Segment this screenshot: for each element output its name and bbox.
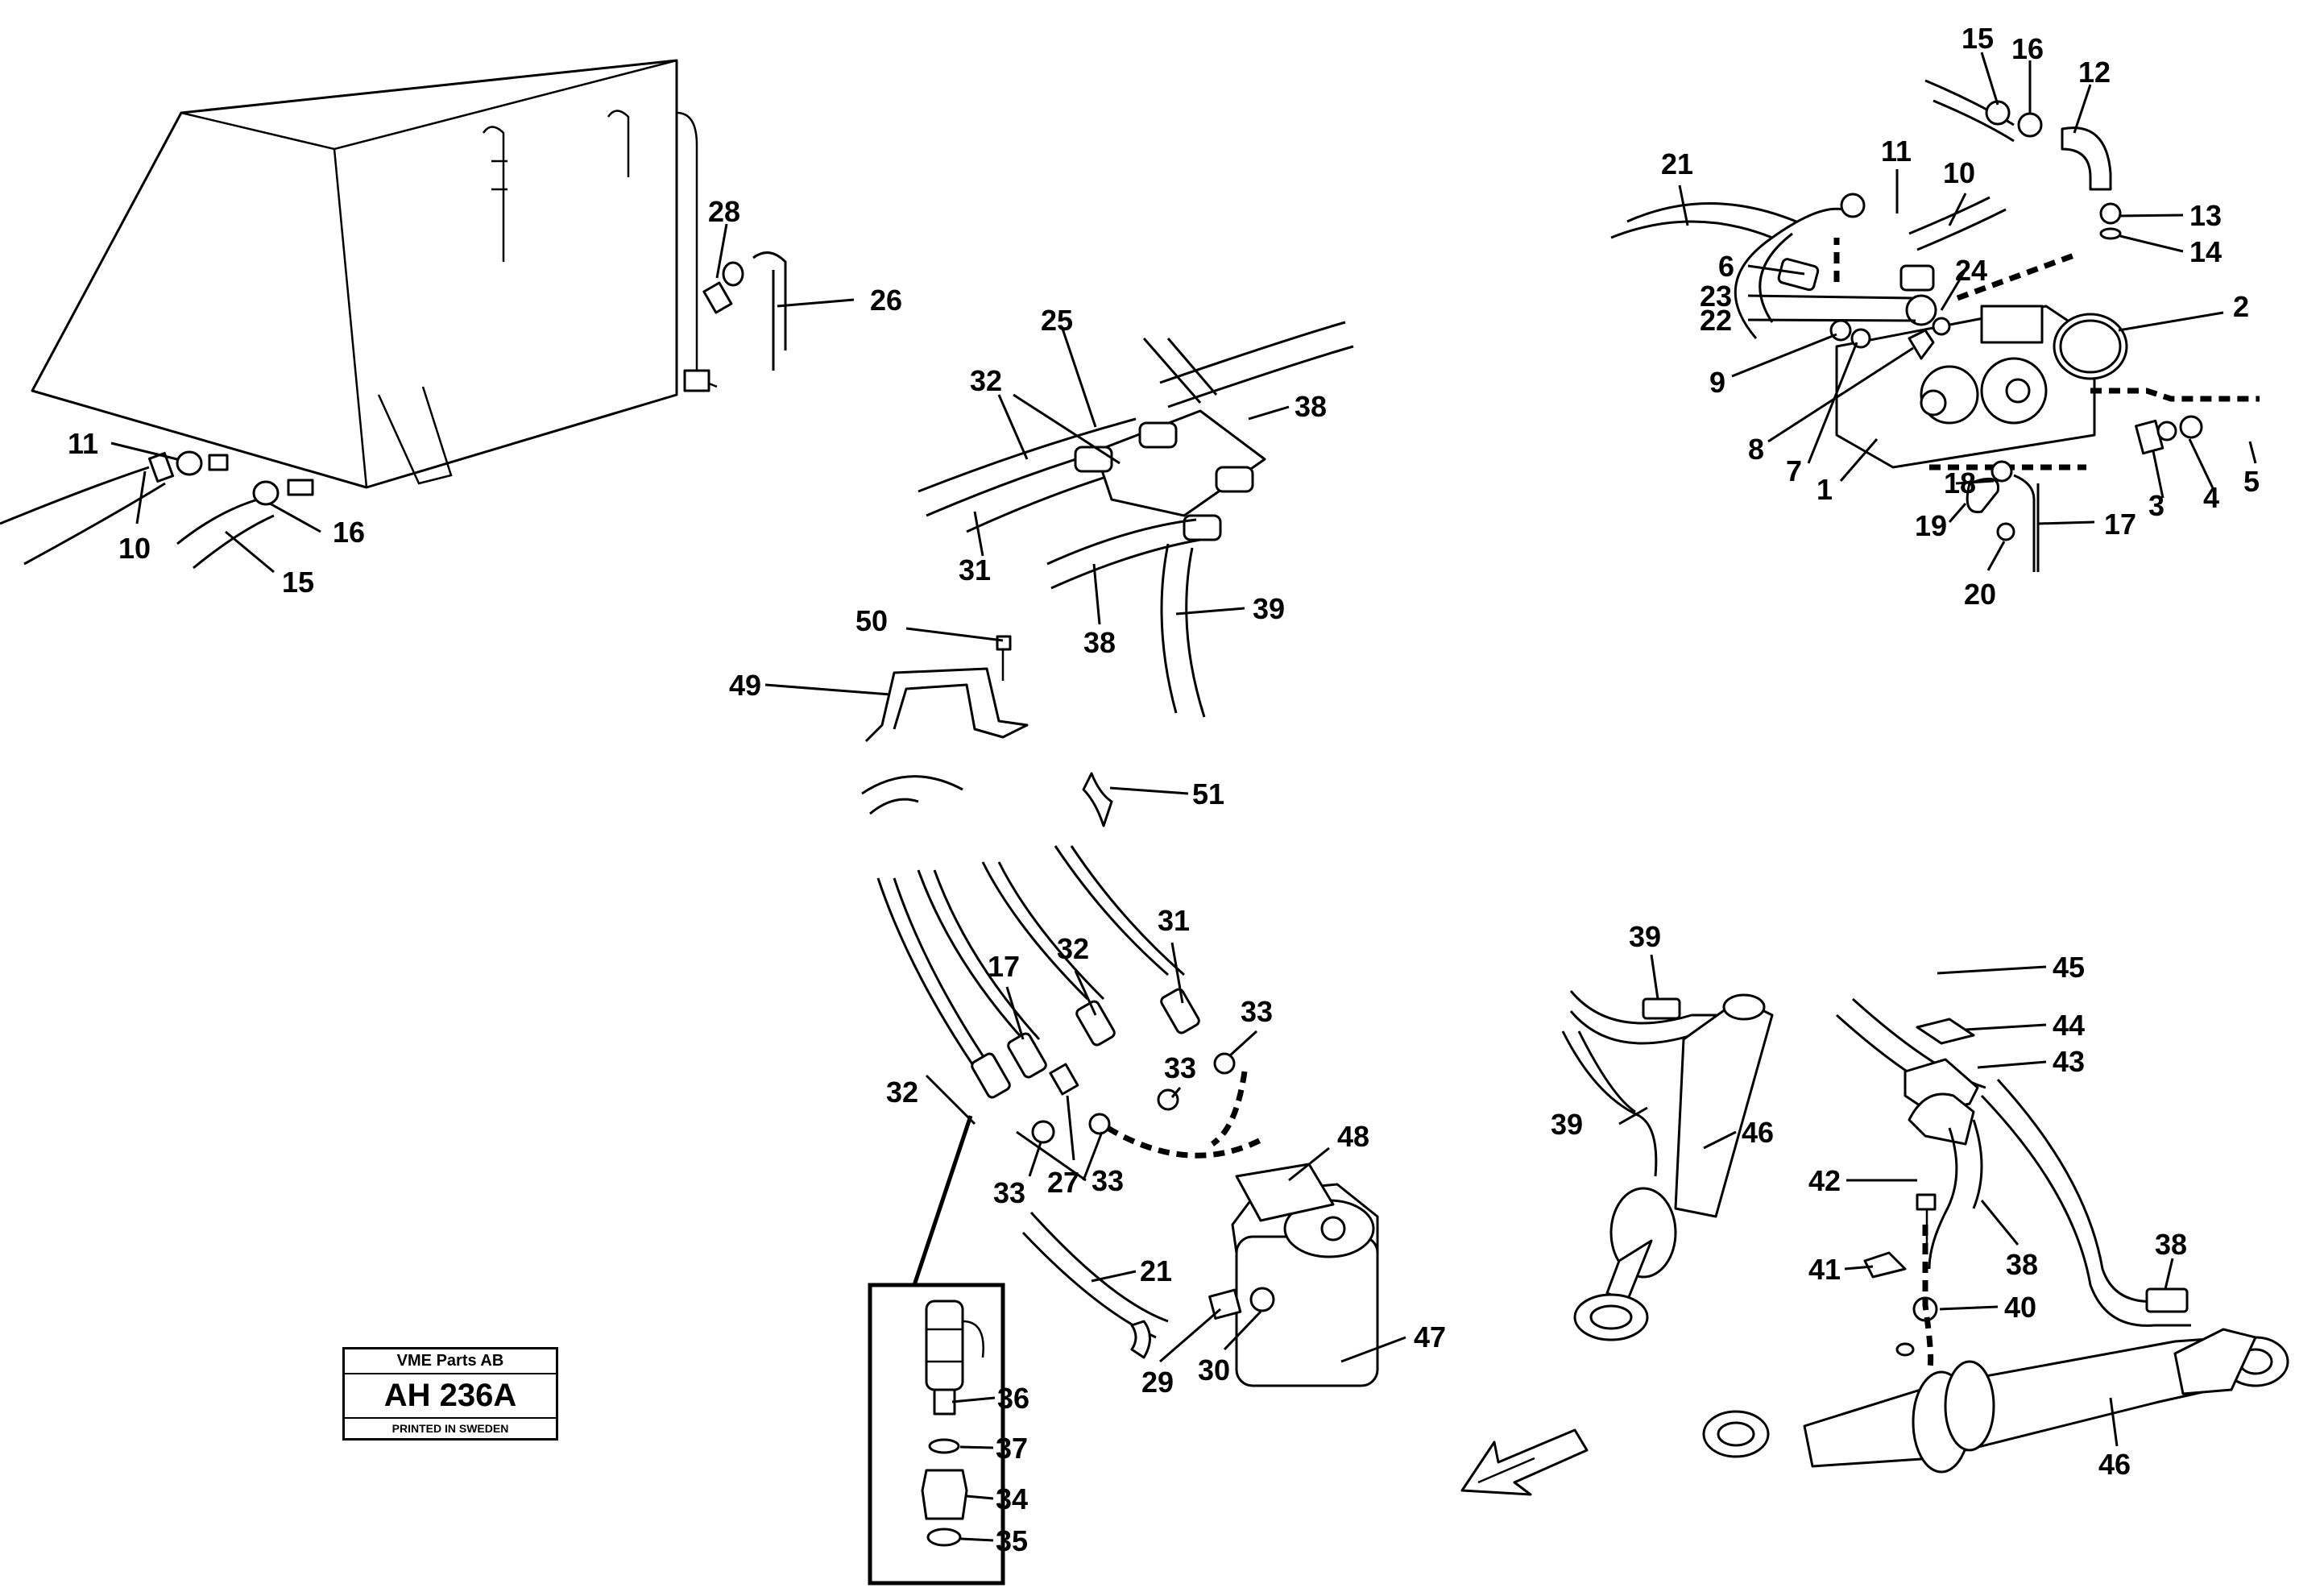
- callout-label: 44: [2053, 1009, 2085, 1042]
- callout-label: 25: [1041, 304, 1073, 337]
- callout-label: 15: [1962, 22, 1994, 55]
- callout-label: 23: [1700, 280, 1732, 313]
- callout-label: 3: [2148, 489, 2165, 522]
- hydraulic-pump: [1610, 79, 2260, 572]
- callout-label: 1: [1817, 473, 1833, 506]
- stamp-printed-in: PRINTED IN SWEDEN: [391, 1422, 509, 1435]
- callout-label: 32: [886, 1076, 918, 1109]
- callout-label: 40: [2004, 1291, 2036, 1324]
- callout-label: 26: [870, 284, 902, 317]
- steering-cylinder-right: [1702, 997, 2289, 1474]
- callout-label: 2: [2233, 290, 2249, 323]
- callout-label: 31: [1158, 904, 1190, 937]
- callout-label: 20: [1964, 578, 1996, 611]
- callout-label: 10: [1943, 156, 1975, 189]
- stamp-drawing-code: AH 236A: [345, 1374, 556, 1419]
- callout-label: 45: [2053, 951, 2085, 984]
- callout-label: 37: [996, 1432, 1028, 1465]
- callout-label: 19: [1915, 509, 1947, 542]
- callout-label: 5: [2243, 465, 2260, 498]
- callout-label: 7: [1786, 454, 1802, 487]
- publication-stamp: VME Parts AB AH 236A PRINTED IN SWEDEN: [342, 1347, 558, 1441]
- callout-label: 32: [970, 364, 1002, 397]
- callout-label: 21: [1140, 1254, 1172, 1287]
- callout-label: 42: [1808, 1164, 1841, 1197]
- callout-label: 46: [2098, 1448, 2131, 1481]
- steering-unit: [861, 772, 1379, 1387]
- detail-inset: [868, 1115, 1005, 1586]
- direction-arrow: [1460, 1428, 1589, 1496]
- callout-label: 9: [1709, 366, 1725, 399]
- callout-label: 46: [1742, 1116, 1774, 1149]
- callout-label: 33: [993, 1176, 1025, 1209]
- callout-label: 13: [2189, 199, 2222, 232]
- callout-label: 10: [118, 532, 151, 565]
- callout-label: 50: [855, 604, 888, 637]
- callout-label: 30: [1198, 1353, 1230, 1387]
- callout-label: 41: [1808, 1253, 1841, 1286]
- stamp-company: VME Parts AB: [345, 1349, 556, 1374]
- callout-label: 16: [2011, 32, 2044, 65]
- callout-label: 48: [1337, 1120, 1369, 1153]
- valve-block: [918, 321, 1354, 718]
- callout-label: 39: [1551, 1108, 1583, 1141]
- callout-label: 18: [1944, 466, 1976, 500]
- callout-label: 33: [1241, 995, 1273, 1028]
- callout-label: 8: [1748, 433, 1764, 466]
- callout-label: 39: [1629, 920, 1661, 953]
- callout-label: 4: [2203, 481, 2219, 514]
- callout-label: 17: [2104, 508, 2136, 541]
- callout-label: 43: [2053, 1045, 2085, 1078]
- tank-hoses: [0, 251, 787, 570]
- callout-label: 33: [1092, 1164, 1124, 1197]
- callout-label: 12: [2078, 56, 2111, 89]
- callout-label: 29: [1141, 1366, 1174, 1399]
- callout-label: 38: [2155, 1228, 2187, 1261]
- callout-label: 38: [1295, 390, 1327, 423]
- callout-label: 16: [333, 516, 365, 549]
- callout-label: 51: [1192, 777, 1224, 810]
- callout-label: 38: [2006, 1248, 2038, 1281]
- callout-label: 47: [1414, 1320, 1446, 1353]
- callout-label: 31: [959, 553, 991, 587]
- callout-label: 22: [1700, 304, 1732, 337]
- callout-label: 27: [1047, 1166, 1079, 1199]
- callout-label: 24: [1955, 254, 1987, 287]
- callout-label: 38: [1083, 626, 1116, 659]
- callout-label: 17: [988, 950, 1020, 983]
- callout-label: 6: [1718, 250, 1734, 283]
- callout-label: 33: [1164, 1051, 1196, 1084]
- callout-label: 28: [708, 195, 740, 228]
- callout-label: 11: [1881, 135, 1912, 168]
- steering-cylinder-left: [1561, 990, 1774, 1341]
- callout-label: 36: [997, 1382, 1029, 1415]
- hydraulic-tank: [31, 59, 718, 489]
- mounting-bracket: [864, 635, 1029, 743]
- callout-label: 21: [1661, 147, 1693, 180]
- callout-label: 34: [996, 1482, 1028, 1515]
- callout-label: 39: [1253, 592, 1285, 625]
- callout-label: 35: [996, 1524, 1028, 1557]
- callout-label: 14: [2189, 235, 2222, 268]
- callout-label: 11: [68, 427, 98, 460]
- leader-lines: [110, 52, 2257, 1542]
- callout-label: 15: [282, 566, 314, 599]
- callout-label: 49: [729, 669, 761, 702]
- callout-label: 32: [1057, 932, 1089, 965]
- callout-labels: 28 26 11 10 16 15 15 16 12 11 10 21 13 1…: [68, 22, 2260, 1557]
